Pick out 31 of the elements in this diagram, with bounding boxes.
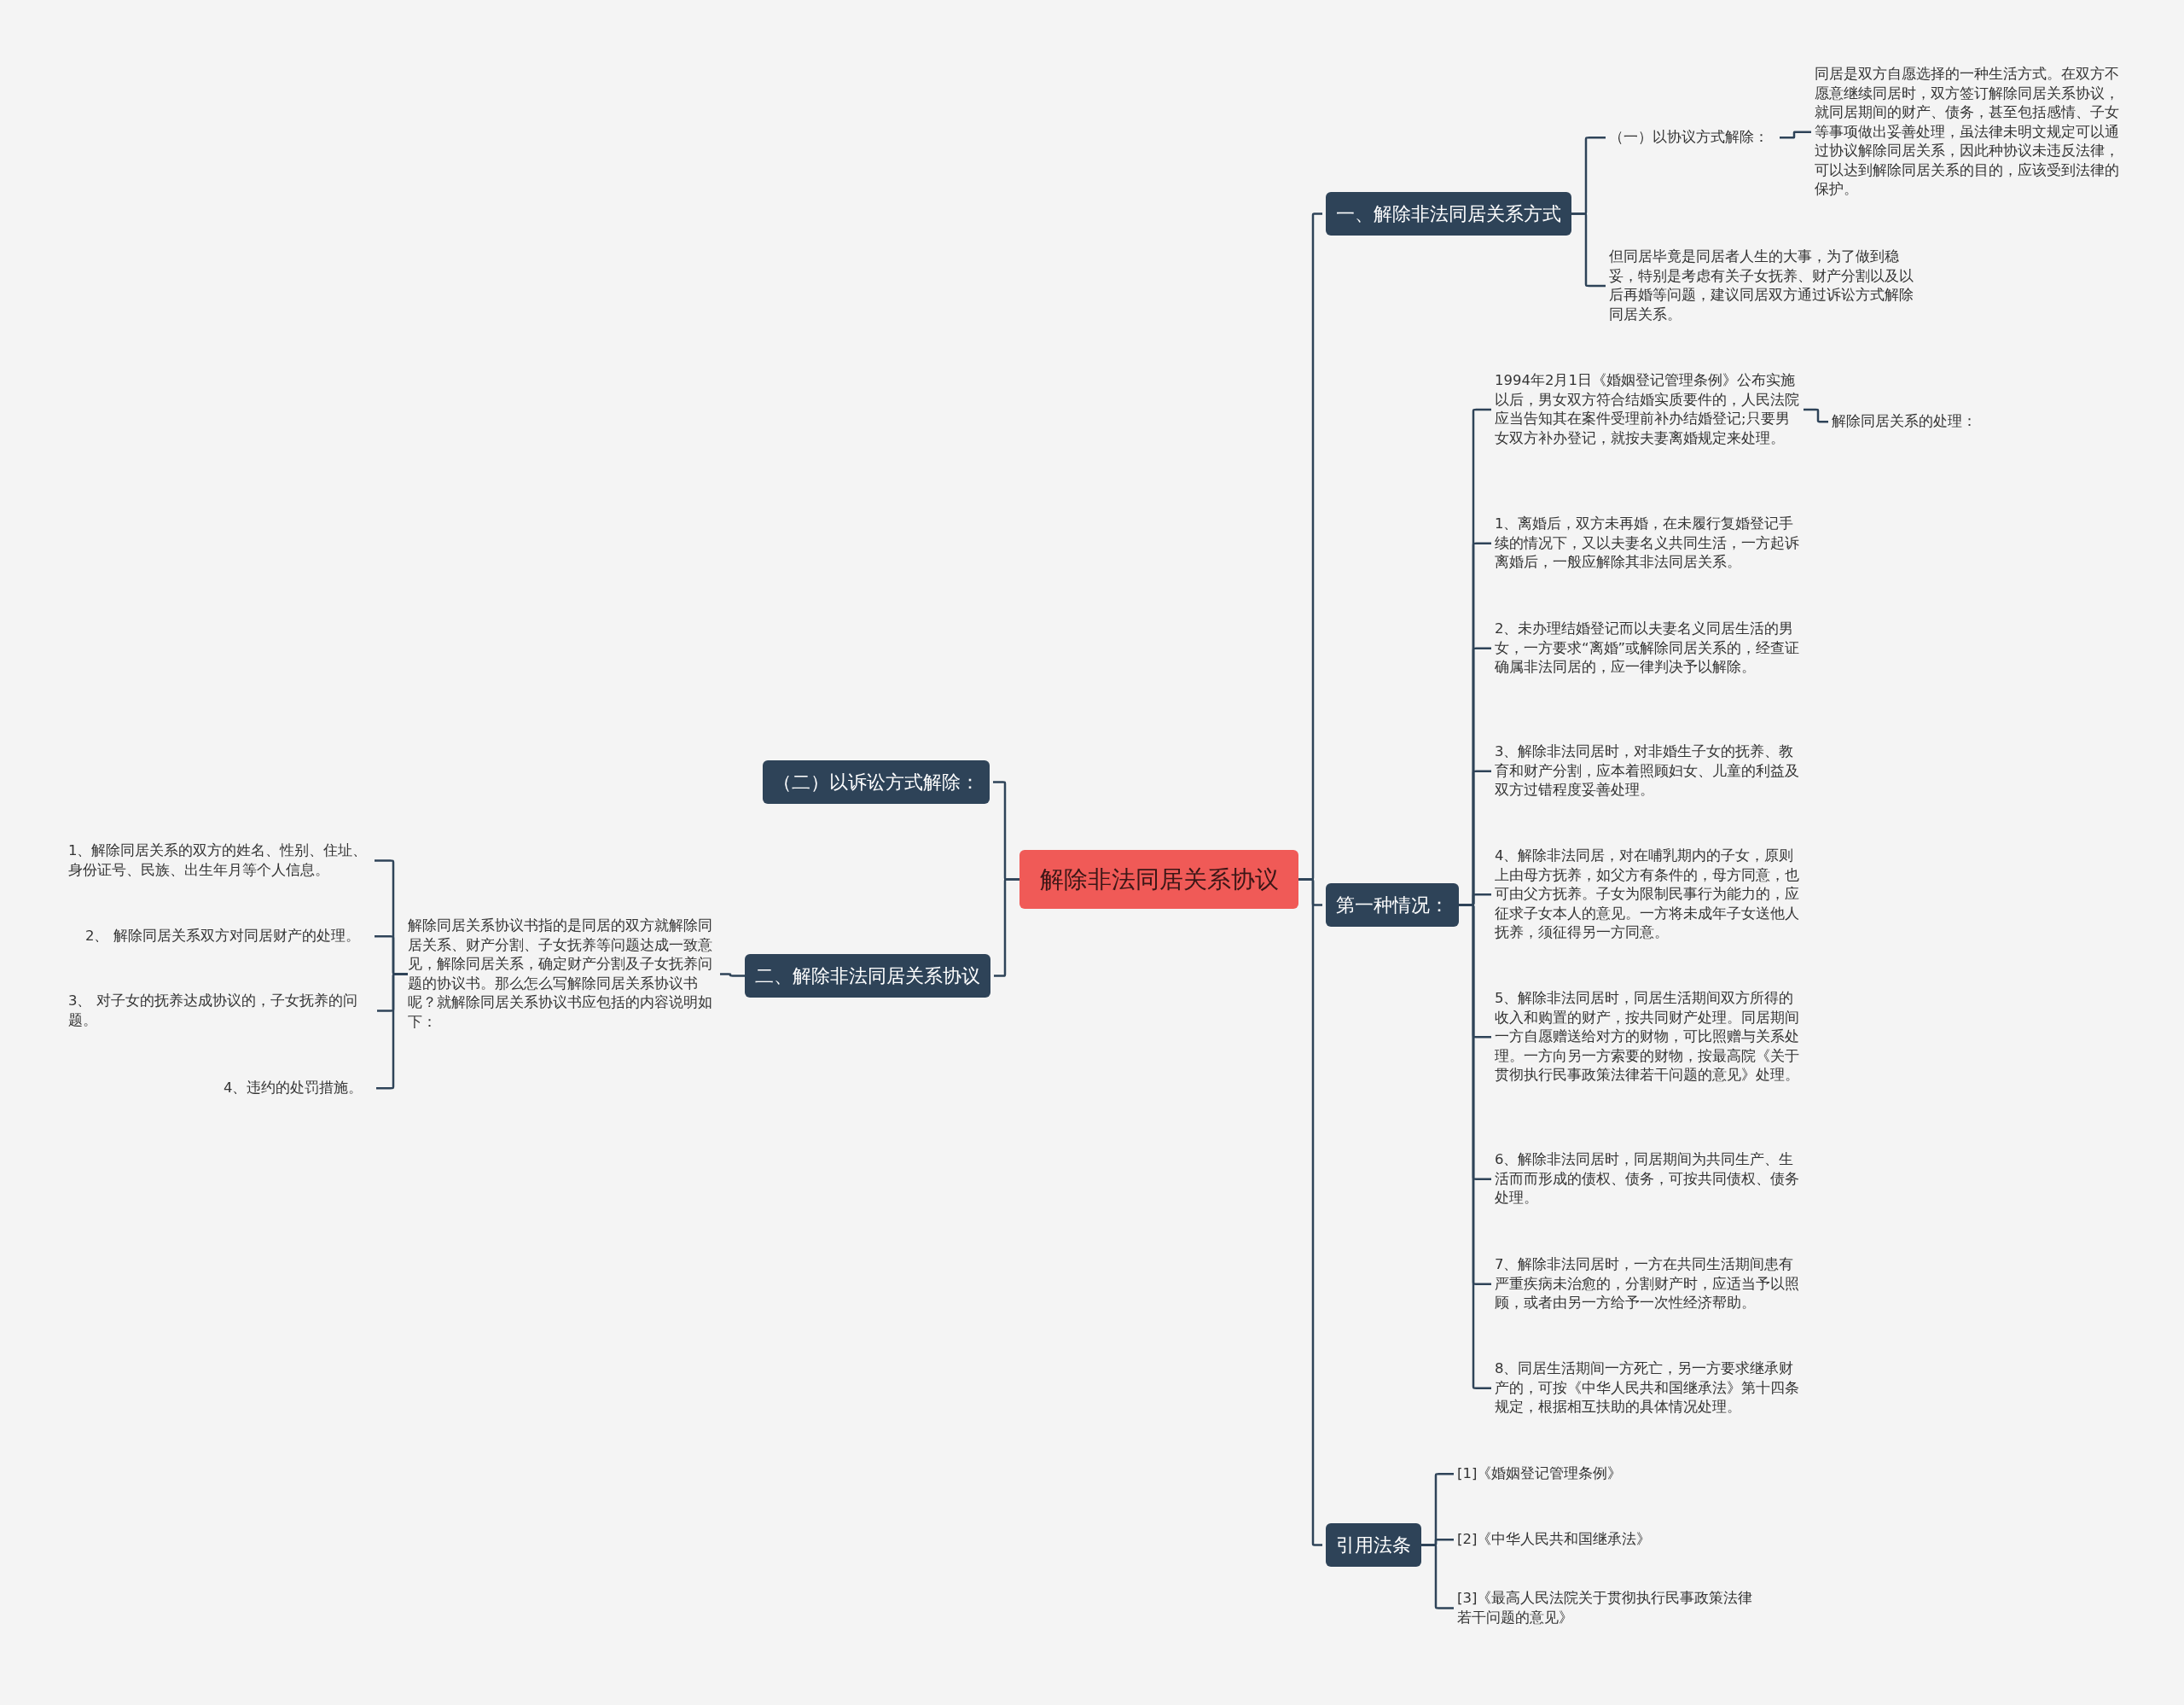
topic-text: 但同居毕竟是同居者人生的大事，为了做到稳妥，特别是考虑有关子女抚养、财产分割以及以后再婚等问题，建议同居双方通过诉讼方式解除同居关系。: [1609, 247, 1916, 324]
topic-text: 1994年2月1日《婚姻登记管理条例》公布实施以后，男女双方符合结婚实质要件的，人民法院应当告知其在案件受理前补办结婚登记;只要男女双方补办登记，就按夫妻离婚规定来处理。: [1495, 371, 1804, 448]
topic-text: 6、解除非法同居时，同居期间为共同生产、生活而而形成的债权、债务，可按共同债权、债务处理。: [1495, 1150, 1804, 1208]
connector-line: [1780, 131, 1811, 139]
topic-text: [3]《最高人民法院关于贯彻执行民事政策法律若干问题的意见》: [1457, 1589, 1756, 1627]
topic-text: 4、违约的处罚措施。: [224, 1079, 373, 1098]
topic-text: 解除同居关系的处理：: [1832, 412, 1989, 432]
branch-topic: （二）以诉讼方式解除：: [763, 760, 990, 804]
topic-text: 4、解除非法同居，对在哺乳期内的子女，原则上由母方抚养，如父方有条件的，母方同意，也可由父方抚养。子女为限制民事行为能力的，应征求子女本人的意见。一方将未成年子女送他人抚养，须征得另一方同意。: [1495, 847, 1804, 943]
central-topic: 解除非法同居关系协议: [1019, 850, 1298, 909]
connector-line: [720, 973, 745, 977]
topic-text: 同居是双方自愿选择的一种生活方式。在双方不愿意继续同居时，双方签订解除同居关系协议，就同居期间的财产、债务，甚至包括感情、子女等事项做出妥善处理，虽法律未明文规定可以通过协议解除同居关系，因此种协议未违反法律，可以达到解除同居关系的目的，应该受到法律的保护。: [1815, 65, 2126, 200]
topic-text: 解除同居关系协议书指的是同居的双方就解除同居关系、财产分割、子女抚养等问题达成一致意见，解除同居关系，确定财产分割及子女抚养问题的协议书。那么怎么写解除同居关系协议书呢？就解除同居关系协议书应包括的内容说明如下：: [408, 917, 717, 1032]
topic-text: 1、解除同居关系的双方的姓名、性别、住址、身份证号、民族、出生年月等个人信息。: [68, 841, 371, 880]
topic-text: 7、解除非法同居时，一方在共同生活期间患有严重疾病未治愈的，分割财产时，应适当予以照顾，或者由另一方给予一次性经济帮助。: [1495, 1255, 1804, 1313]
branch-topic: 二、解除非法同居关系协议: [745, 954, 990, 998]
topic-text: 2、 解除同居关系双方对同居财产的处理。: [85, 927, 371, 946]
topic-text: 3、 对子女的抚养达成协议的，子女抚养的问题。: [68, 992, 374, 1030]
topic-text: 5、解除非法同居时，同居生活期间双方所得的收入和购置的财产，按共同财产处理。同居期间一方自愿赠送给对方的财物，可比照赠与关系处理。一方向另一方索要的财物，按最高院《关于贯彻执行民事政策法律若干问题的意见》处理。: [1495, 989, 1804, 1085]
connector-line: [994, 878, 1019, 977]
topic-text: （一）以协议方式解除：: [1609, 128, 1780, 148]
topic-text: [1]《婚姻登记管理条例》: [1457, 1464, 1730, 1484]
topic-text: [2]《中华人民共和国继承法》: [1457, 1530, 1730, 1550]
topic-text: 3、解除非法同居时，对非婚生子女的抚养、教育和财产分割，应本着照顾妇女、儿童的利益及双方过错程度妥善处理。: [1495, 742, 1804, 800]
topic-text: 8、同居生活期间一方死亡，另一方要求继承财产的，可按《中华人民共和国继承法》第十四条规定，根据相互扶助的具体情况处理。: [1495, 1359, 1804, 1417]
branch-topic: 引用法条: [1326, 1523, 1421, 1567]
branch-topic: 一、解除非法同居关系方式: [1326, 192, 1571, 236]
topic-text: 1、离婚后，双方未再婚，在未履行复婚登记手续的情况下，又以夫妻名义共同生活，一方起诉离婚后，一般应解除其非法同居关系。: [1495, 515, 1804, 573]
branch-topic: 第一种情况：: [1326, 883, 1459, 927]
topic-text: 2、未办理结婚登记而以夫妻名义同居生活的男女，一方要求“离婚”或解除同居关系的，经查证确属非法同居的，应一律判决予以解除。: [1495, 620, 1804, 678]
connector-line: [1804, 408, 1828, 423]
